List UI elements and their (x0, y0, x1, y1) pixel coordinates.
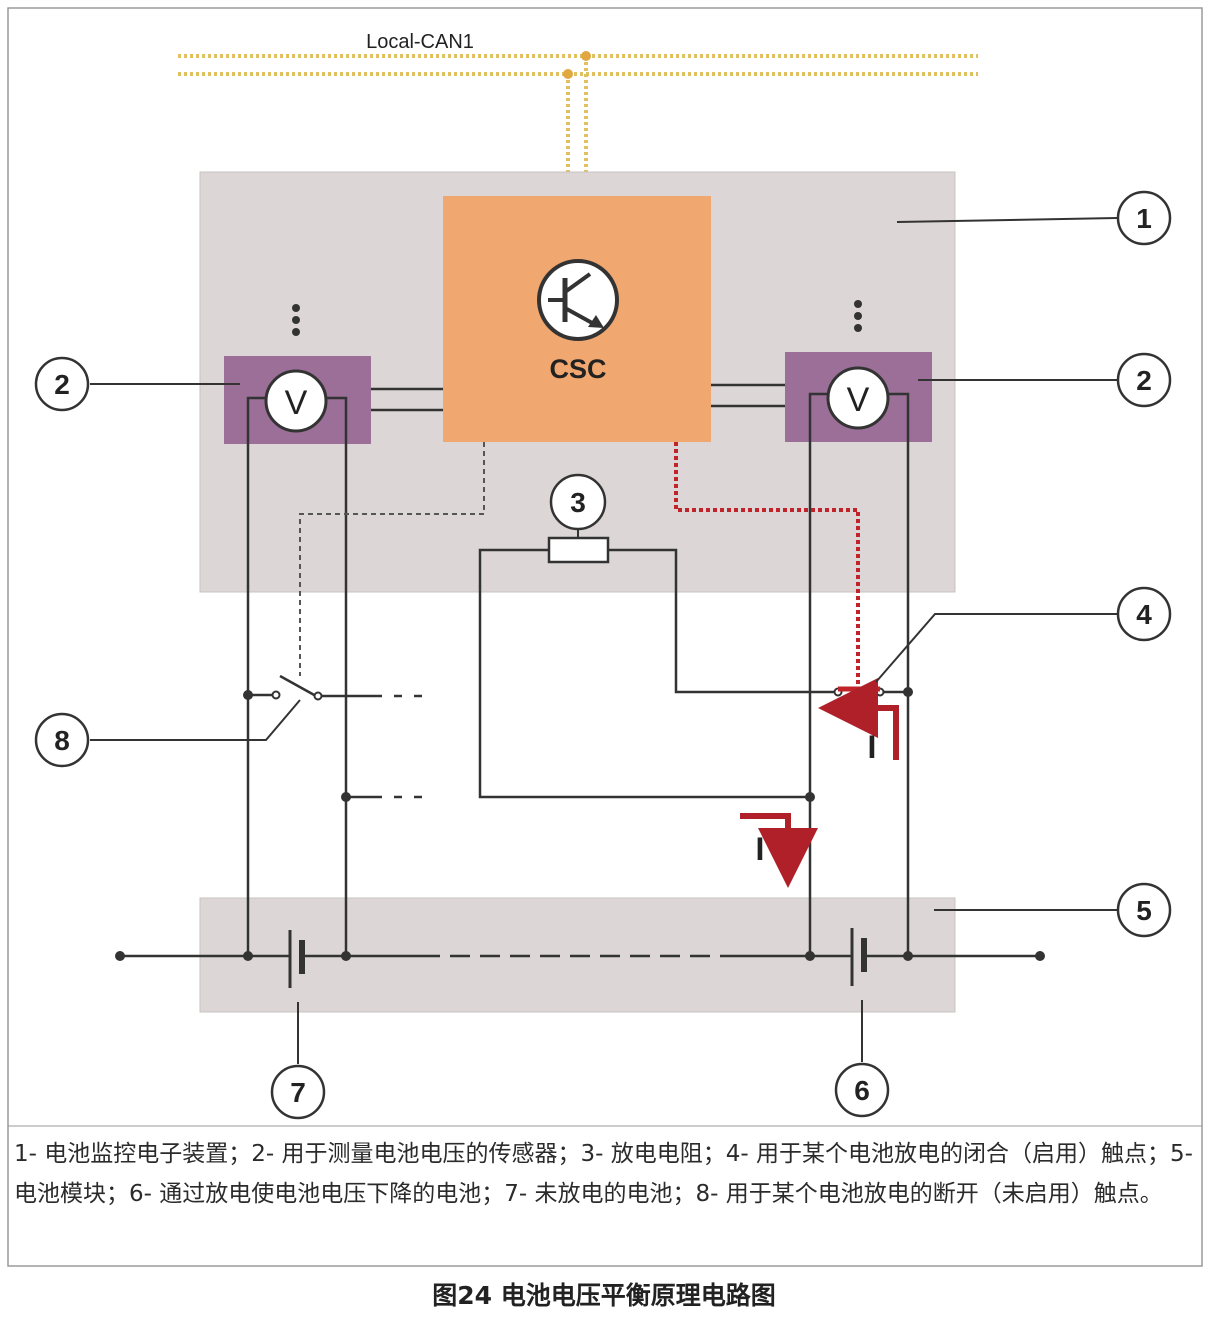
transistor-icon (537, 259, 619, 341)
leader-lines (90, 217, 1118, 1064)
switch-stubs (394, 694, 422, 799)
circuit-wires (120, 392, 1040, 958)
callout-4: 4 (1116, 586, 1172, 642)
figure-frame (7, 7, 1203, 1267)
ellipsis-dots (292, 300, 862, 336)
callout-7: 7 (270, 1064, 326, 1120)
svg-text:V: V (847, 381, 870, 419)
svg-text:3: 3 (570, 487, 586, 518)
callout-1: 1 (1116, 190, 1172, 246)
svg-text:8: 8 (54, 725, 70, 756)
sensor-wires (371, 383, 785, 412)
current-arrow-lower: I (740, 813, 818, 888)
callout-5: 5 (1116, 882, 1172, 938)
callout-2-left: 2 (34, 356, 90, 412)
svg-text:4: 4 (1136, 599, 1152, 630)
figure-title: 图24 电池电压平衡原理电路图 (432, 1281, 776, 1310)
voltmeter-left: V (264, 369, 328, 433)
callout-2-right: 2 (1116, 352, 1172, 408)
junction-dots (115, 687, 1045, 961)
svg-text:1: 1 (1136, 203, 1152, 234)
svg-text:7: 7 (290, 1077, 306, 1108)
svg-text:6: 6 (854, 1075, 870, 1106)
control-line-closed (674, 442, 860, 684)
svg-text:5: 5 (1136, 895, 1152, 926)
csc-label: CSC (549, 354, 606, 384)
svg-text:I: I (756, 831, 765, 867)
discharge-resistor (547, 536, 610, 564)
control-line-open (299, 442, 485, 676)
callout-6: 6 (834, 1062, 890, 1118)
figure-legend: 1- 电池监控电子装置；2- 用于测量电池电压的传感器；3- 放电电阻；4- 用… (14, 1141, 1193, 1207)
svg-text:2: 2 (54, 369, 70, 400)
callout-8: 8 (34, 712, 90, 768)
bus-label: Local-CAN1 (366, 31, 474, 53)
svg-text:V: V (285, 384, 308, 422)
current-arrow-upper: I (818, 678, 899, 765)
svg-text:2: 2 (1136, 365, 1152, 396)
voltmeter-right: V (826, 366, 890, 430)
svg-text:I: I (868, 729, 877, 765)
switch-contacts (271, 687, 885, 701)
battery-cell-6 (850, 928, 867, 986)
battery-cell-7 (288, 930, 305, 988)
callout-3: 3 (549, 473, 607, 531)
